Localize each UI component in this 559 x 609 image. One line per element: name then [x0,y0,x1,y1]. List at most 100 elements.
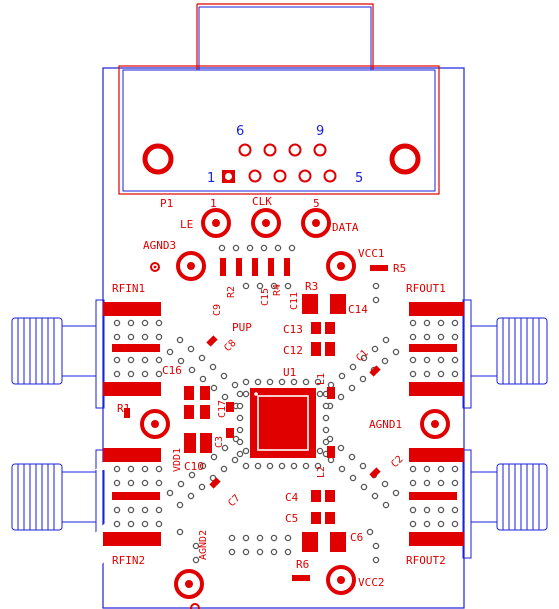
label-l1: L1 [316,373,327,385]
via [198,483,206,491]
via [327,381,335,389]
via [141,506,149,514]
label-c15: C15 [260,288,271,306]
u1-chip [254,392,309,451]
via [155,465,163,473]
via [242,447,250,455]
via [290,462,298,470]
via [113,506,121,514]
via [127,319,135,327]
label-agnd2: AGND2 [198,530,209,560]
via [338,372,346,380]
via [423,319,431,327]
via [322,426,330,434]
via [348,453,356,461]
label-r3: R3 [305,280,318,293]
via [242,548,250,556]
via [209,363,217,371]
via [349,363,357,371]
via [409,520,417,528]
via [409,506,417,514]
via [192,556,200,564]
via [302,378,310,386]
via [256,282,264,290]
via [372,542,380,550]
via [316,447,324,455]
label-c11: C11 [289,292,300,310]
via [188,366,196,374]
via [254,378,262,386]
via [366,528,374,536]
via [176,336,184,344]
via [437,333,445,341]
via [266,462,274,470]
label-c8: C8 [222,338,238,354]
via [338,465,346,473]
via [246,244,254,252]
via [423,479,431,487]
via [242,390,250,398]
label-r2: R2 [226,286,237,298]
via [166,489,174,497]
via [113,319,121,327]
label-c16: C16 [162,364,182,377]
via [176,501,184,509]
via [260,244,268,252]
via [198,354,206,362]
via [176,528,184,536]
via [437,479,445,487]
via [232,244,240,252]
via [228,534,236,542]
via [382,336,390,344]
via [437,356,445,364]
via [382,501,390,509]
via [423,465,431,473]
pin-label-6: 6 [236,124,244,139]
via [236,402,244,410]
via [210,453,218,461]
label-c14: C14 [348,303,368,316]
via [423,506,431,514]
via [221,393,229,401]
label-vdd1: VDD1 [172,448,183,472]
label-data: DATA [332,221,359,234]
via [141,465,149,473]
via [409,370,417,378]
pin-label-1: 1 [207,171,215,186]
via [155,319,163,327]
via [423,333,431,341]
pin-label-5: 5 [355,171,363,186]
via [266,378,274,386]
via [236,390,244,398]
label-c6: C6 [350,531,363,544]
via [437,319,445,327]
via [220,465,228,473]
label-pup: PUP [232,321,252,334]
label-r5: R5 [393,262,406,275]
pin-label-9: 9 [316,124,324,139]
label-rfin1: RFIN1 [112,282,145,295]
via [242,462,250,470]
via [371,492,379,500]
via [451,333,459,341]
via [302,462,310,470]
via [270,282,278,290]
via [392,348,400,356]
via [256,548,264,556]
via [192,542,200,550]
via [242,282,250,290]
via [348,384,356,392]
label-rfin2: RFIN2 [112,554,145,567]
via [451,319,459,327]
label-rfout1: RFOUT1 [406,282,446,295]
via [451,465,459,473]
via [278,378,286,386]
via [155,506,163,514]
via [127,356,135,364]
via [141,520,149,528]
via [423,370,431,378]
via [359,375,367,383]
via [113,356,121,364]
via [155,479,163,487]
via [127,370,135,378]
